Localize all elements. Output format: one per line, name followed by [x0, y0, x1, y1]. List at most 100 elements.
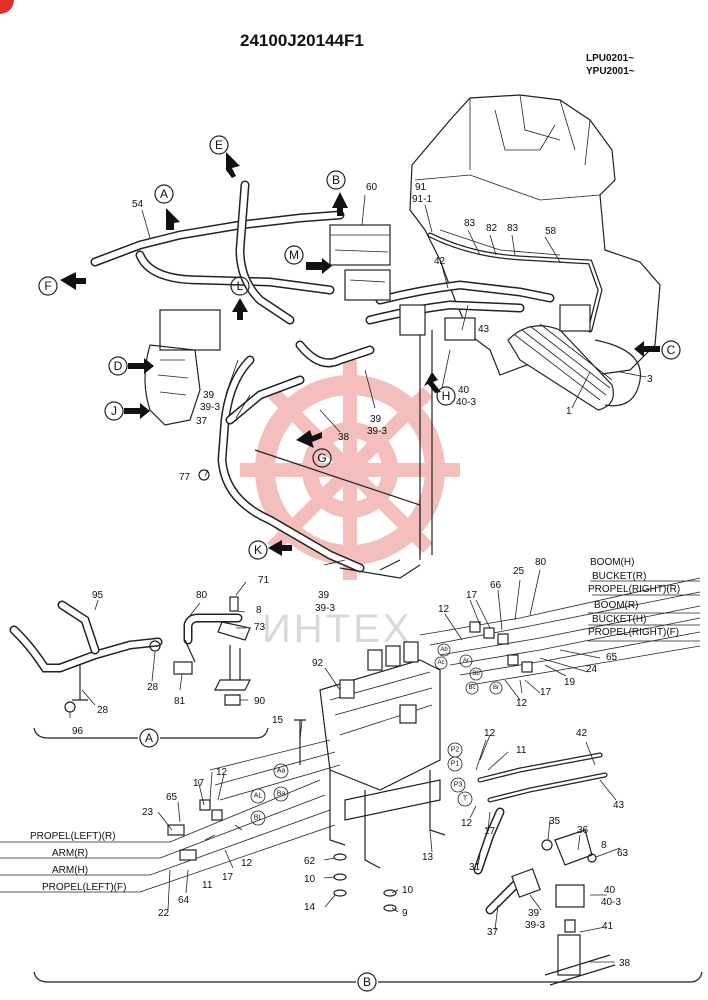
port-P2: P2	[447, 742, 463, 758]
leader-lines-lower	[157, 569, 621, 963]
part-11a: 11	[516, 745, 527, 756]
callout-A-label: A	[160, 187, 168, 201]
detail-a-label: A	[145, 731, 153, 745]
part-64: 64	[178, 895, 190, 906]
port-P3: P3	[450, 777, 466, 793]
part-39c: 39	[318, 590, 330, 601]
port-BL: BL	[250, 810, 266, 826]
port-Bb-label: Bb	[472, 671, 480, 677]
leader-lines-upper	[141, 194, 647, 566]
part-12e: 12	[216, 767, 228, 778]
callout-G: G	[312, 448, 332, 468]
part-39d: 39	[528, 908, 540, 919]
part-number-title: 24100J20144F1	[240, 31, 364, 50]
part-65b: 65	[166, 792, 178, 803]
part-83a: 83	[464, 218, 476, 229]
part-62: 62	[304, 856, 316, 867]
part-91-1: 91-1	[412, 194, 432, 205]
part-95: 95	[92, 590, 104, 601]
line-label-propel-right-f: PROPEL(RIGHT)(F)	[588, 627, 679, 638]
part-39-3a: 39-3	[200, 402, 220, 413]
port-Ar: Ar	[459, 654, 473, 668]
part-24: 24	[586, 664, 598, 675]
line-label-propel-right-r: PROPEL(RIGHT)(R)	[588, 584, 680, 595]
callout-D: D	[108, 356, 128, 376]
part-38b: 38	[619, 958, 631, 969]
port-Ac: Ac	[434, 656, 448, 670]
part-60: 60	[366, 182, 378, 193]
part-1: 1	[566, 406, 572, 417]
callout-H: H	[436, 386, 456, 406]
port-Ar-label: Ar	[463, 658, 469, 664]
part-9: 9	[402, 908, 408, 919]
part-40a: 40	[458, 385, 470, 396]
port-P1-label: P1	[451, 761, 460, 768]
detail-b-bracket: B	[33, 971, 703, 992]
part-10b: 10	[402, 885, 414, 896]
callout-M-label: M	[289, 248, 299, 262]
callout-G-label: G	[317, 451, 326, 465]
serial-range-1: LPU0201~	[586, 53, 634, 64]
line-label-bucket-h: BUCKET(H)	[592, 614, 646, 625]
callout-J: J	[104, 401, 124, 421]
part-10a: 10	[304, 874, 316, 885]
part-17d: 17	[193, 778, 205, 789]
part-12f: 12	[241, 858, 253, 869]
part-25: 25	[513, 566, 525, 577]
port-Aa: Aa	[273, 763, 289, 779]
port-BL-label: BL	[254, 815, 263, 822]
line-label-boom-h: BOOM(H)	[590, 557, 634, 568]
part-96: 96	[72, 726, 84, 737]
part-14: 14	[304, 902, 316, 913]
part-37a: 37	[196, 416, 208, 427]
port-Br-label: Br	[493, 685, 499, 691]
callout-F: F	[38, 276, 58, 296]
part-65a: 65	[606, 652, 618, 663]
part-40-3b: 40-3	[601, 897, 621, 908]
callout-M: M	[284, 245, 304, 265]
part-8a: 8	[256, 605, 262, 616]
callout-H-label: H	[442, 389, 451, 403]
part-35: 35	[549, 816, 561, 827]
port-T: T	[457, 791, 473, 807]
line-label-boom-r: BOOM(R)	[594, 600, 638, 611]
part-17c: 17	[484, 826, 496, 837]
part-39a: 39	[203, 390, 215, 401]
port-Aa-label: Aa	[277, 768, 286, 775]
part-39-3d: 39-3	[525, 920, 545, 931]
line-label-arm-r: ARM(R)	[52, 848, 88, 859]
port-Bb: Bb	[469, 667, 483, 681]
callout-K: K	[248, 540, 268, 560]
line-label-bucket-r: BUCKET(R)	[592, 571, 646, 582]
part-31: 31	[469, 862, 481, 873]
callout-C: C	[661, 340, 681, 360]
part-23: 23	[142, 807, 154, 818]
part-80b: 80	[535, 557, 547, 568]
lower-fasteners	[294, 719, 397, 912]
callout-A: A	[154, 184, 174, 204]
port-P1: P1	[447, 756, 463, 772]
line-label-arm-h: ARM(H)	[52, 865, 88, 876]
lower-right-fittings	[473, 752, 616, 986]
part-40b: 40	[604, 885, 616, 896]
callout-C-label: C	[667, 343, 676, 357]
part-39b: 39	[370, 414, 382, 425]
port-Ab-label: Ab	[440, 647, 448, 653]
part-42b: 42	[576, 728, 588, 739]
port-P3-label: P3	[454, 782, 463, 789]
detail-a-drawing	[9, 581, 251, 718]
line-label-propel-left-r: PROPEL(LEFT)(R)	[30, 831, 116, 842]
callout-arrows-upper	[60, 152, 660, 556]
part-12d: 12	[461, 818, 473, 829]
part-73: 73	[254, 622, 266, 633]
callout-L: L	[230, 276, 250, 296]
port-T-label: T	[463, 796, 468, 803]
detail-b-label: B	[363, 975, 371, 989]
part-82: 82	[486, 223, 498, 234]
part-40-3a: 40-3	[456, 397, 476, 408]
left-side-lines	[0, 739, 341, 893]
part-11b: 11	[202, 880, 213, 891]
part-17a: 17	[466, 590, 478, 601]
part-17e: 17	[222, 872, 234, 883]
